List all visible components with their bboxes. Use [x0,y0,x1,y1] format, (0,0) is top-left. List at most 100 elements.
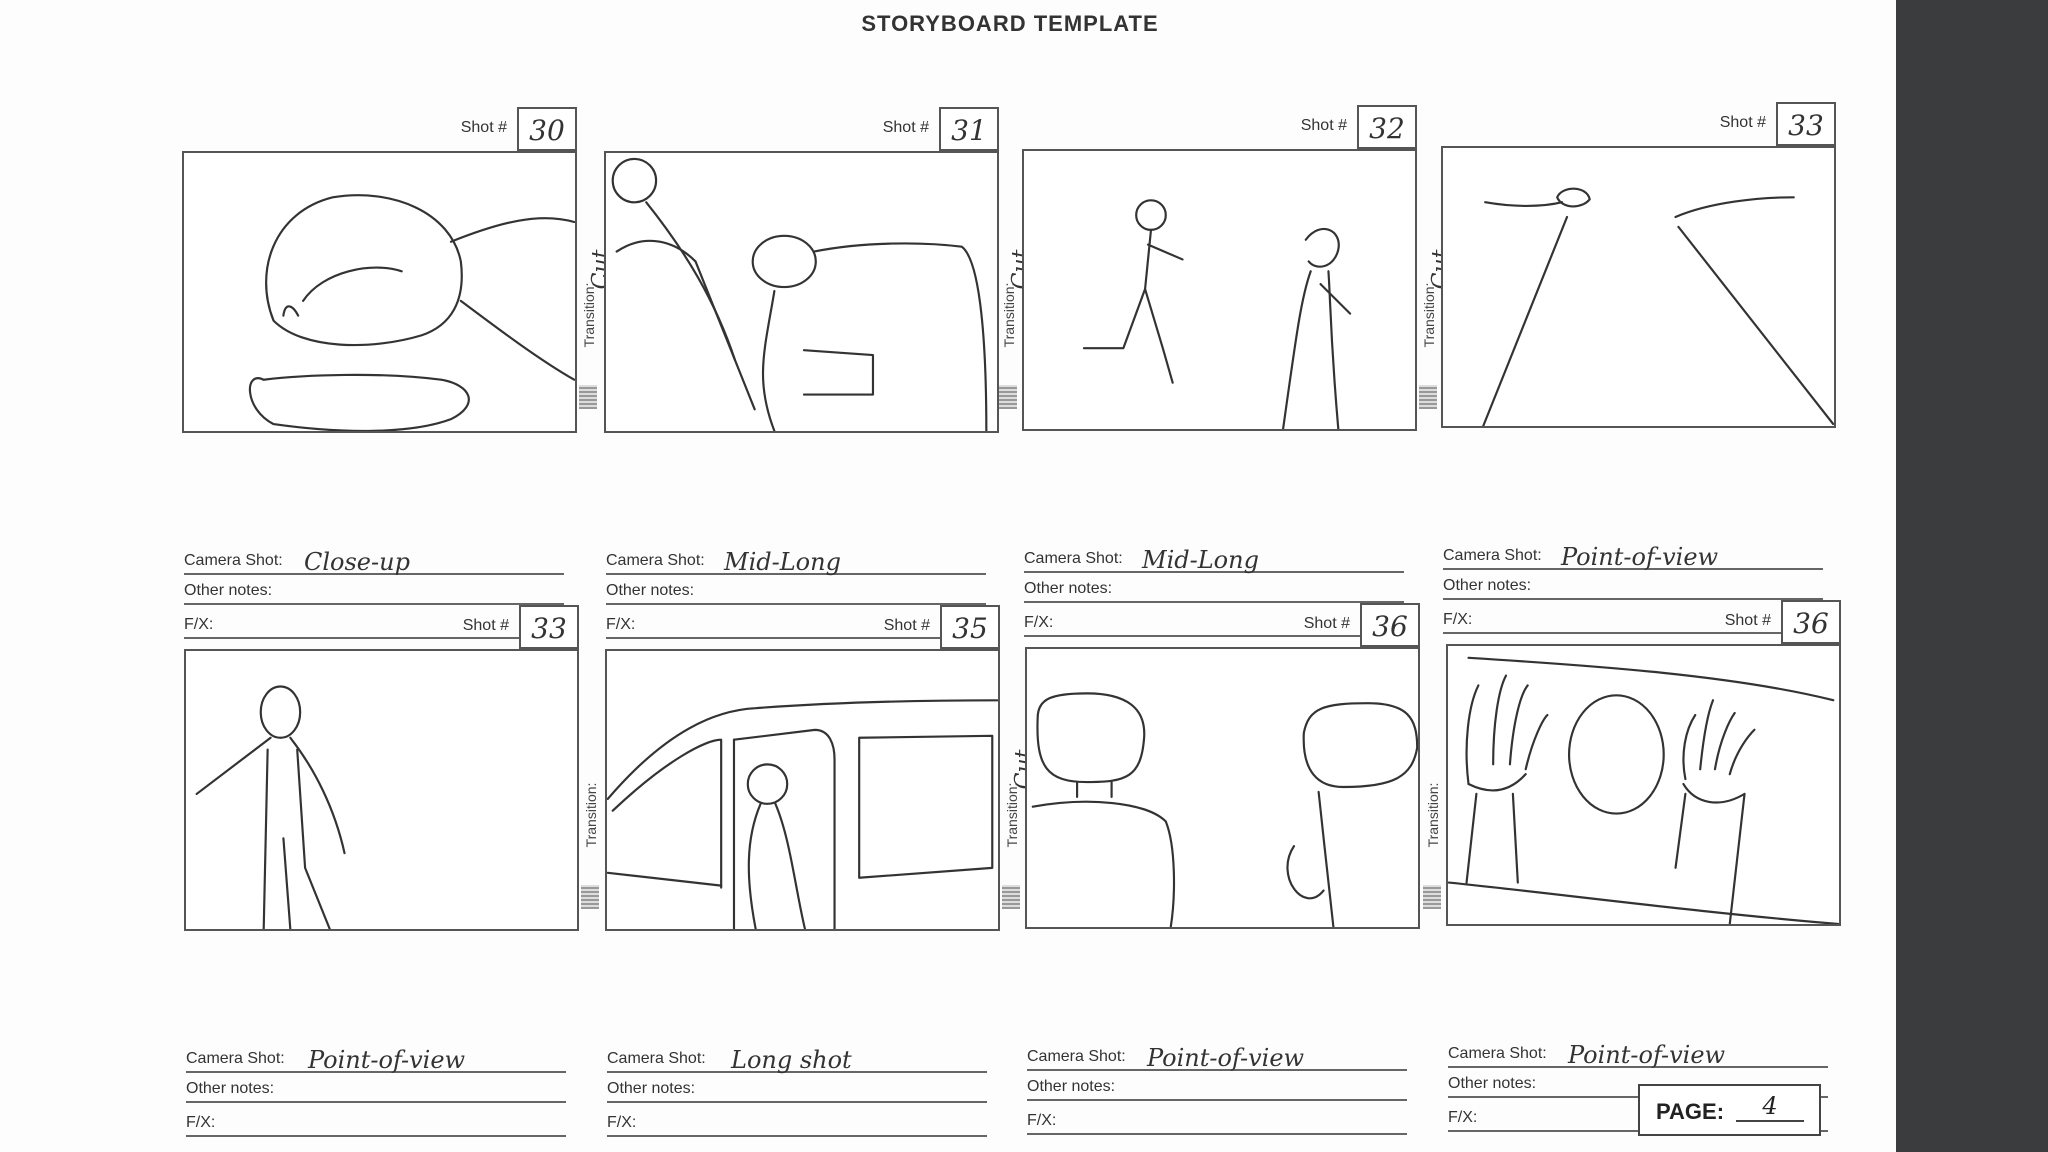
sketch-frame [1446,644,1841,926]
close-up-face-sketch [249,194,575,431]
camera-shot-label: Camera Shot: [1024,550,1123,567]
page-label: PAGE: [1656,1099,1725,1124]
shot-number: 30 [529,114,565,147]
shot-number: 31 [951,114,987,147]
other-notes-row: Other notes: [186,1075,566,1103]
camera-shot-row: Camera Shot: Mid-Long [606,547,986,576]
transition-label: Transition: [1421,282,1437,348]
transition-marker [1002,885,1020,909]
shot-number-box: 32 [1357,105,1417,149]
sketch-frame [604,151,999,433]
hands-on-window-sketch [1448,656,1839,924]
shot-number-box: 36 [1781,600,1841,644]
panel-shot-35: Shot # 35 Camera Shot: Long shot Other no… [605,605,1000,1137]
other-notes-row: Other notes: [606,577,986,605]
standing-figure-sketch [195,685,346,929]
shot-label: Shot # [462,617,509,634]
panel-shot-31: Shot # 31 Camera Shot: Mid-Long Other not… [604,107,999,639]
fx-row: F/X: [607,1109,987,1137]
shot-number: 33 [531,612,567,645]
other-notes-row: Other notes: [1024,575,1404,603]
fx-label: F/X: [1443,611,1473,628]
camera-shot-label: Camera Shot: [607,1050,706,1067]
shot-number-box: 35 [940,605,1000,649]
page-title: STORYBOARD TEMPLATE [861,11,1159,36]
other-notes-label: Other notes: [186,1080,275,1097]
other-notes-label: Other notes: [607,1080,696,1097]
road-perspective-sketch [1482,187,1834,426]
page-number: 4 [1736,1092,1804,1122]
figures-crouching-sketch [611,157,988,431]
panel-shot-32: Shot # 32 Camera Shot: Mid-Long Other not… [1022,105,1417,637]
other-notes-label: Other notes: [1027,1078,1116,1095]
fx-label: F/X: [606,616,636,633]
fx-row: F/X: [1443,606,1823,634]
two-figures-walking-sketch [1082,199,1352,429]
car-window-figure-sketch [607,699,998,929]
transition-5: Transition: Cut [998,735,1036,909]
fx-label: F/X: [1024,614,1054,631]
camera-shot-row: Camera Shot: Point-of-view [1448,1040,1828,1069]
shot-label: Shot # [1303,615,1350,632]
camera-shot-label: Camera Shot: [184,552,283,569]
car-seats-sketch [1031,692,1418,927]
shot-number: 32 [1369,112,1405,145]
dark-side-panel [1896,0,2048,1152]
panel-shot-33b: Shot # 33 Camera Shot:Point-of-view Othe… [184,605,579,1137]
camera-shot-label: Camera Shot: [1448,1045,1547,1062]
storyboard-sheet: STORYBOARD TEMPLATE Shot # 30 Camera Sho… [182,11,1841,1137]
transition-label: Transition: [581,282,597,348]
transition-label: Transition: [1425,782,1441,848]
page-number-box: PAGE: 4 [1638,1084,1821,1136]
transition-4: Transition: [577,735,605,909]
shot-label: Shot # [1724,612,1771,629]
fx-label: F/X: [607,1114,637,1131]
panel-shot-33: Shot # 33 Camera Shot:Point-of-view Othe… [1441,102,1836,634]
camera-shot-value: Point-of-view [1568,1041,1726,1069]
camera-shot-row: Camera Shot:Point-of-view [1443,542,1823,571]
camera-shot-value: Long shot [731,1046,852,1074]
camera-shot-label: Camera Shot: [606,552,705,569]
sketch-frame [605,649,1000,931]
shot-number-box: 33 [519,605,579,649]
shot-label: Shot # [883,617,930,634]
transition-marker [999,385,1017,409]
panel-shot-36: Shot # 36 Camera Shot:Point-of-view Othe… [1025,603,1420,1135]
other-notes-row: Other notes: [1443,572,1823,600]
camera-shot-value: Mid-Long [1142,546,1259,574]
transition-marker [581,885,599,909]
other-notes-row: Other notes: [1027,1073,1407,1101]
transition-label: Transition: [583,782,599,848]
fx-row: F/X: [186,1109,566,1137]
transition-1: Transition: Cut [575,235,613,409]
other-notes-label: Other notes: [184,582,273,599]
shot-number: 36 [1372,610,1408,643]
transition-marker [1423,885,1441,909]
camera-shot-row: Camera Shot: Mid-Long [1024,545,1404,574]
shot-number-box: 30 [517,107,577,151]
sketch-frame [1022,149,1417,431]
camera-shot-row: Camera Shot:Point-of-view [1027,1043,1407,1072]
shot-label: Shot # [460,119,507,136]
transition-label: Transition: [1004,782,1020,848]
other-notes-label: Other notes: [606,582,695,599]
other-notes-label: Other notes: [1024,580,1113,597]
sketch-frame [182,151,577,433]
fx-row: F/X: [606,611,986,639]
camera-shot-value: Mid-Long [724,548,841,576]
camera-shot-label: Camera Shot: [186,1050,285,1067]
shot-label: Shot # [882,119,929,136]
camera-shot-value: Point-of-view [1147,1044,1305,1072]
panel-shot-36b: Shot # 36 Camera Shot: Point-of-view Othe… [1446,600,1841,1132]
shot-number: 35 [952,612,988,645]
other-notes-label: Other notes: [1448,1075,1537,1092]
fx-label: F/X: [1027,1112,1057,1129]
camera-shot-row: Camera Shot: Long shot [607,1045,987,1074]
shot-number: 36 [1793,607,1829,640]
shot-number-box: 36 [1360,603,1420,647]
fx-row: F/X: [1024,609,1404,637]
camera-shot-row: Camera Shot: Close-up [184,547,564,576]
camera-shot-value: Close-up [304,548,410,576]
camera-shot-label: Camera Shot: [1443,547,1542,564]
sketch-frame [1441,146,1836,428]
